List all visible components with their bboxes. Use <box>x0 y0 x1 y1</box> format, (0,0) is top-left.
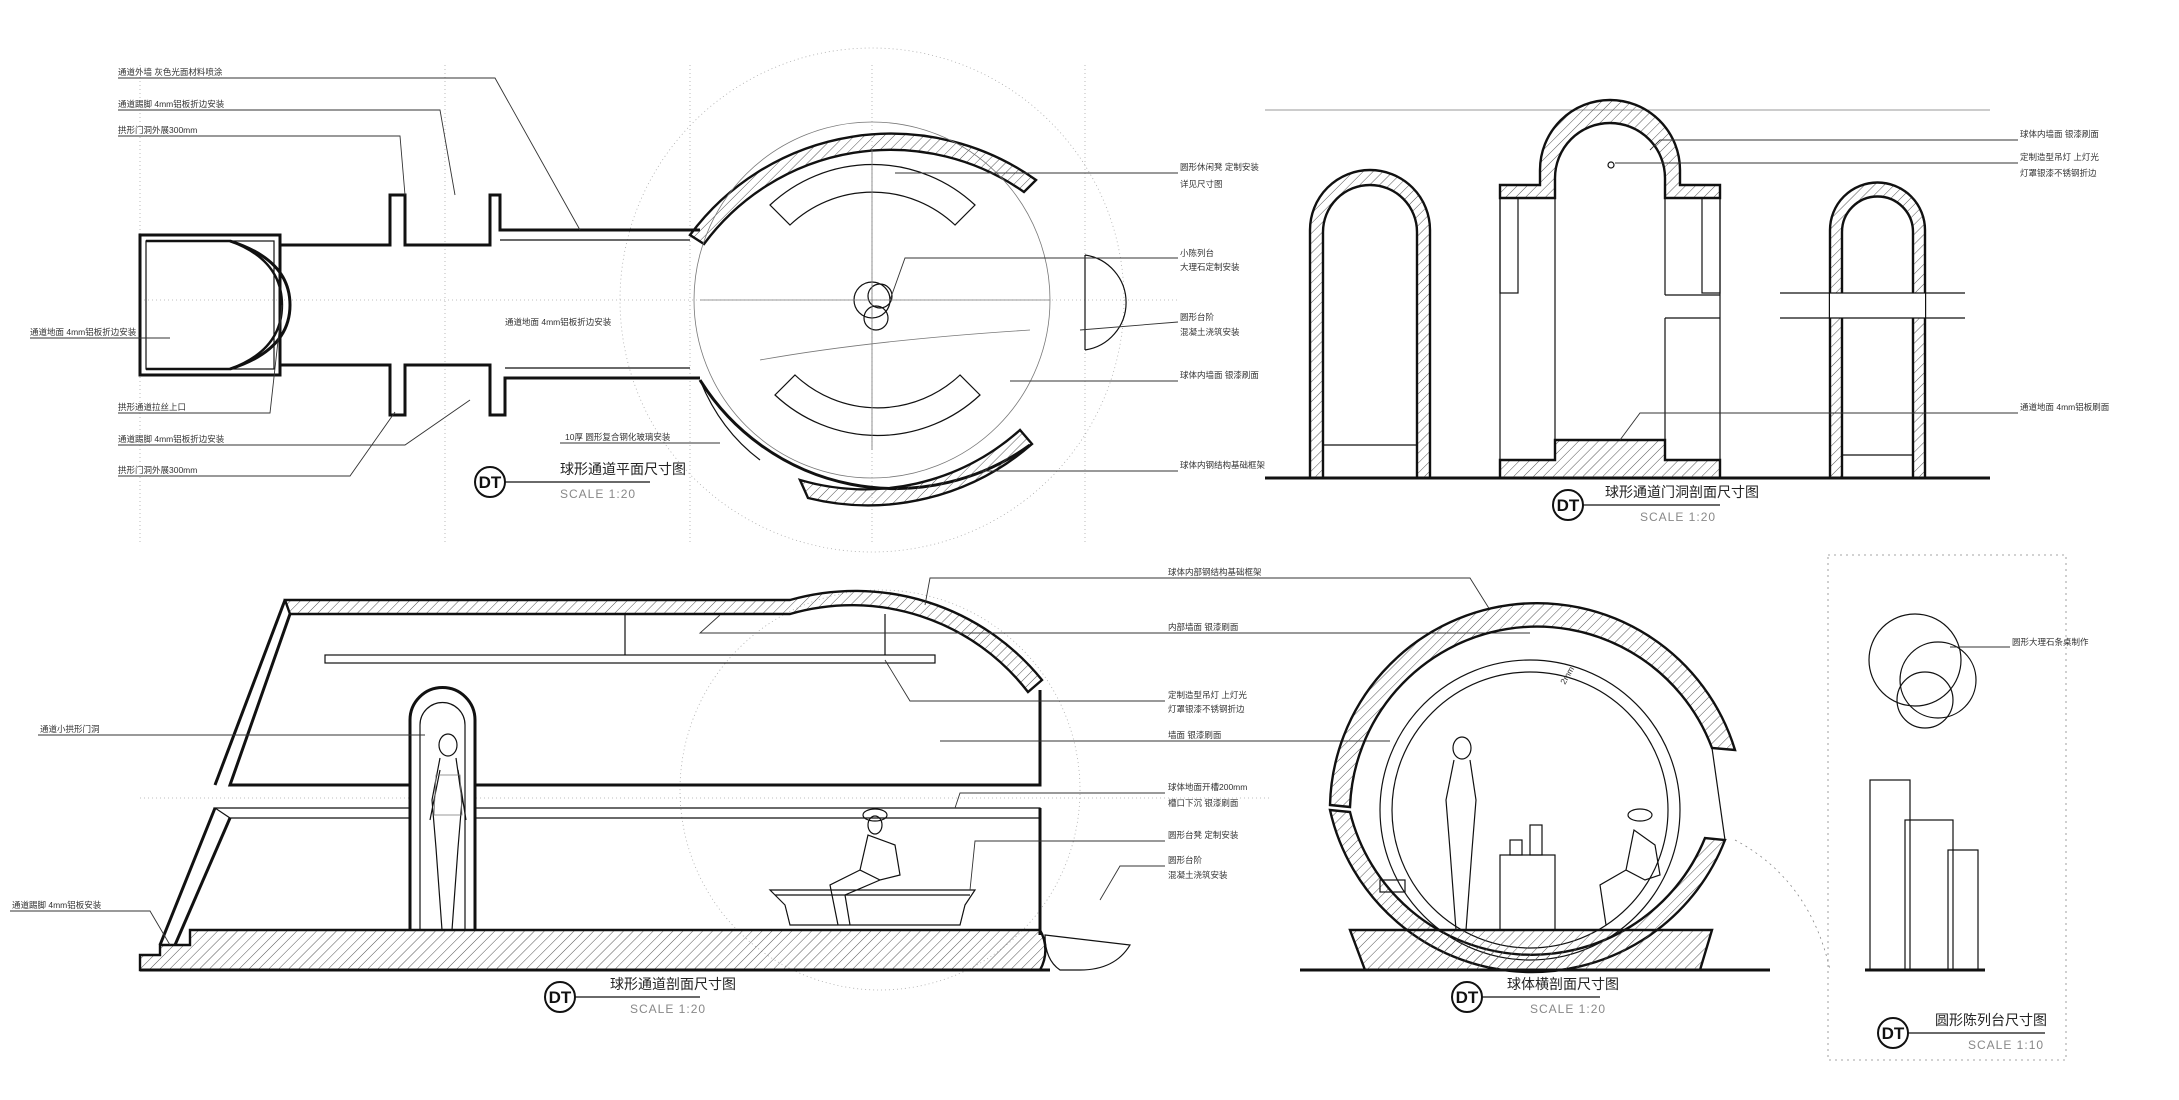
note: 定制造型吊灯 上灯光 <box>2020 152 2099 162</box>
drawing-title: 球形通道平面尺寸图 <box>560 461 686 477</box>
note: 拱形门洞外展300mm <box>118 125 197 135</box>
note: 大理石定制安装 <box>1180 262 1240 272</box>
dt-badge: DT <box>479 473 502 492</box>
drawing-title: 圆形陈列台尺寸图 <box>1935 1012 2047 1028</box>
note: 灯罩银漆不锈钢折边 <box>2020 168 2097 178</box>
display-table-view: 圆形大理石条桌制作 <box>1827 554 2089 1061</box>
passage-section-view <box>138 589 1270 991</box>
note: 通道踢脚 4mm铝板折边安装 <box>118 99 225 109</box>
drawing-scale: SCALE 1:20 <box>630 1002 706 1016</box>
dt-badge: DT <box>1882 1024 1905 1043</box>
sphere-section-title-block: DT 球体横剖面尺寸图 SCALE 1:20 <box>1451 976 1619 1016</box>
drawing-scale: SCALE 1:20 <box>1640 510 1716 524</box>
plan-right-notes: 圆形休闲凳 定制安装 详见尺寸图 小陈列台 大理石定制安装 圆形台阶 混凝土浇筑… <box>560 162 1266 472</box>
note: 球体内部钢结构基础框架 <box>1168 567 1262 577</box>
note: 槽口下沉 银漆刷面 <box>1168 798 1239 808</box>
note: 圆形休闲凳 定制安装 <box>1180 162 1259 172</box>
dt-badge: DT <box>549 988 572 1007</box>
note: 圆形大理石条桌制作 <box>2012 637 2089 647</box>
section-mid-notes: 球体内部钢结构基础框架 内部墙面 银漆刷面 定制造型吊灯 上灯光 灯罩银漆不锈钢… <box>698 567 1530 901</box>
note: 混凝土浇筑安装 <box>1180 327 1240 337</box>
note: 通道地面 4mm铝板刷面 <box>2020 402 2110 412</box>
passage-section-title-block: DT 球形通道剖面尺寸图 SCALE 1:20 <box>544 976 736 1016</box>
note: 定制造型吊灯 上灯光 <box>1168 690 1247 700</box>
plan-title-block: DT 球形通道平面尺寸图 SCALE 1:20 <box>474 461 686 501</box>
note: 混凝土浇筑安装 <box>1168 870 1228 880</box>
note: 圆形台凳 定制安装 <box>1168 830 1239 840</box>
note: 10厚 圆形复合钢化玻璃安装 <box>565 432 671 442</box>
drawing-title: 球形通道剖面尺寸图 <box>610 976 736 992</box>
passage-section-notes: 通道小拱形门洞 通道踢脚 4mm铝板安装 <box>10 724 425 946</box>
drawing-title: 球体横剖面尺寸图 <box>1507 976 1619 992</box>
display-table-title-block: DT 圆形陈列台尺寸图 SCALE 1:10 <box>1877 1012 2047 1052</box>
note: 详见尺寸图 <box>1180 179 1223 189</box>
note: 拱形通道拉丝上口 <box>118 402 186 412</box>
note: 通道外墙 灰色光面材料喷涂 <box>118 67 223 77</box>
person-standing-icon <box>1445 736 1477 931</box>
note: 通道地面 4mm铝板折边安装 <box>505 317 612 327</box>
note: 球体内钢结构基础框架 <box>1180 460 1266 470</box>
sphere-section-view: 2mm <box>1300 601 1831 974</box>
note: 球体地面开槽200mm <box>1168 782 1247 792</box>
door-section-title-block: DT 球形通道门洞剖面尺寸图 SCALE 1:20 <box>1552 484 1759 524</box>
person-sitting-icon <box>1599 808 1661 926</box>
note: 墙面 银漆刷面 <box>1168 730 1222 740</box>
note: 拱形门洞外展300mm <box>118 465 197 475</box>
note: 通道地面 4mm铝板折边安装 <box>30 327 137 337</box>
note: 灯罩银漆不锈钢折边 <box>1168 704 1245 714</box>
person-standing-icon <box>429 733 467 931</box>
note: 圆形台阶 <box>1168 855 1203 865</box>
note: 圆形台阶 <box>1180 312 1215 322</box>
door-section-view <box>1265 98 1990 480</box>
note: 通道踢脚 4mm铝板折边安装 <box>118 434 225 444</box>
dimension-label: 2mm <box>1558 665 1576 686</box>
drawing-scale: SCALE 1:10 <box>1968 1038 2044 1052</box>
note: 球体内墙面 银漆刷面 <box>1180 370 1259 380</box>
note: 小陈列台 <box>1180 248 1214 258</box>
plan-left-notes: 通道外墙 灰色光面材料喷涂 通道踢脚 4mm铝板折边安装 拱形门洞外展300mm… <box>30 67 612 477</box>
dt-badge: DT <box>1456 988 1479 1007</box>
dt-badge: DT <box>1557 496 1580 515</box>
drawing-scale: SCALE 1:20 <box>1530 1002 1606 1016</box>
note: 通道小拱形门洞 <box>40 724 100 734</box>
note: 通道踢脚 4mm铝板安装 <box>12 900 102 910</box>
person-sitting-icon <box>829 808 901 926</box>
note: 内部墙面 银漆刷面 <box>1168 622 1239 632</box>
door-section-notes: 球体内墙面 银漆刷面 定制造型吊灯 上灯光 灯罩银漆不锈钢折边 通道地面 4mm… <box>1615 129 2110 441</box>
note: 球体内墙面 银漆刷面 <box>2020 129 2099 139</box>
drawing-title: 球形通道门洞剖面尺寸图 <box>1605 484 1759 500</box>
drawing-scale: SCALE 1:20 <box>560 487 636 501</box>
